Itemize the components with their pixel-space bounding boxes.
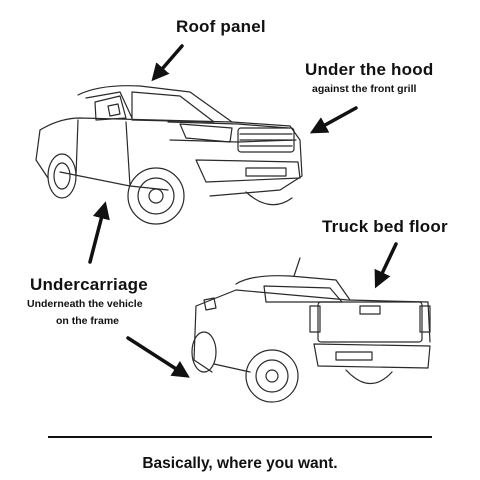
hood-arrow (309, 106, 358, 134)
arrows (88, 44, 398, 378)
undercarriage-sublabel-line2: on the frame (56, 315, 120, 327)
undercarriage-label: Undercarriage (30, 275, 148, 294)
under-hood-label: Under the hood (305, 60, 434, 79)
undercarriage-arrow-up (88, 201, 110, 264)
front-truck-drawing (35, 85, 303, 225)
truck-bed-label: Truck bed floor (322, 217, 448, 236)
roof-arrow (151, 44, 184, 82)
undercarriage-arrow-down (126, 336, 190, 378)
under-hood-sublabel: against the front grill (312, 83, 417, 95)
footer-caption: Basically, where you want. (142, 455, 338, 472)
bed-arrow (374, 242, 398, 289)
footer-divider (48, 436, 432, 438)
rear-truck-drawing (191, 257, 431, 403)
roof-panel-label: Roof panel (176, 17, 266, 36)
undercarriage-sublabel-line1: Underneath the vehicle (27, 298, 143, 310)
